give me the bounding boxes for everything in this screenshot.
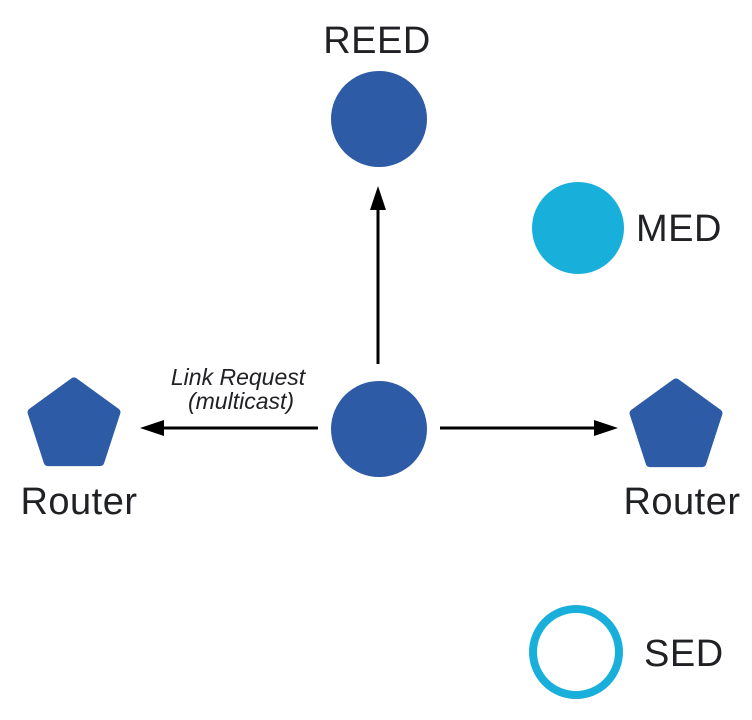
sed-node-circle <box>529 605 623 699</box>
center-node-circle <box>331 381 427 477</box>
med-label: MED <box>636 208 722 250</box>
reed-node-circle <box>331 71 427 167</box>
router-right-label: Router <box>623 481 740 523</box>
reed-label: REED <box>323 20 431 62</box>
link-request-annotation-line1: Link Request <box>171 364 307 390</box>
arrow-up-head <box>370 186 386 210</box>
multicast-arrows <box>140 186 618 436</box>
router-left-pentagon <box>27 377 121 467</box>
router-right-pentagon <box>629 378 723 468</box>
med-node-circle <box>532 182 624 274</box>
router-left-label: Router <box>20 481 137 523</box>
arrow-left-head <box>140 420 164 436</box>
sed-label: SED <box>644 633 724 675</box>
link-request-annotation-line2: (multicast) <box>188 388 294 414</box>
arrow-right-head <box>594 420 618 436</box>
